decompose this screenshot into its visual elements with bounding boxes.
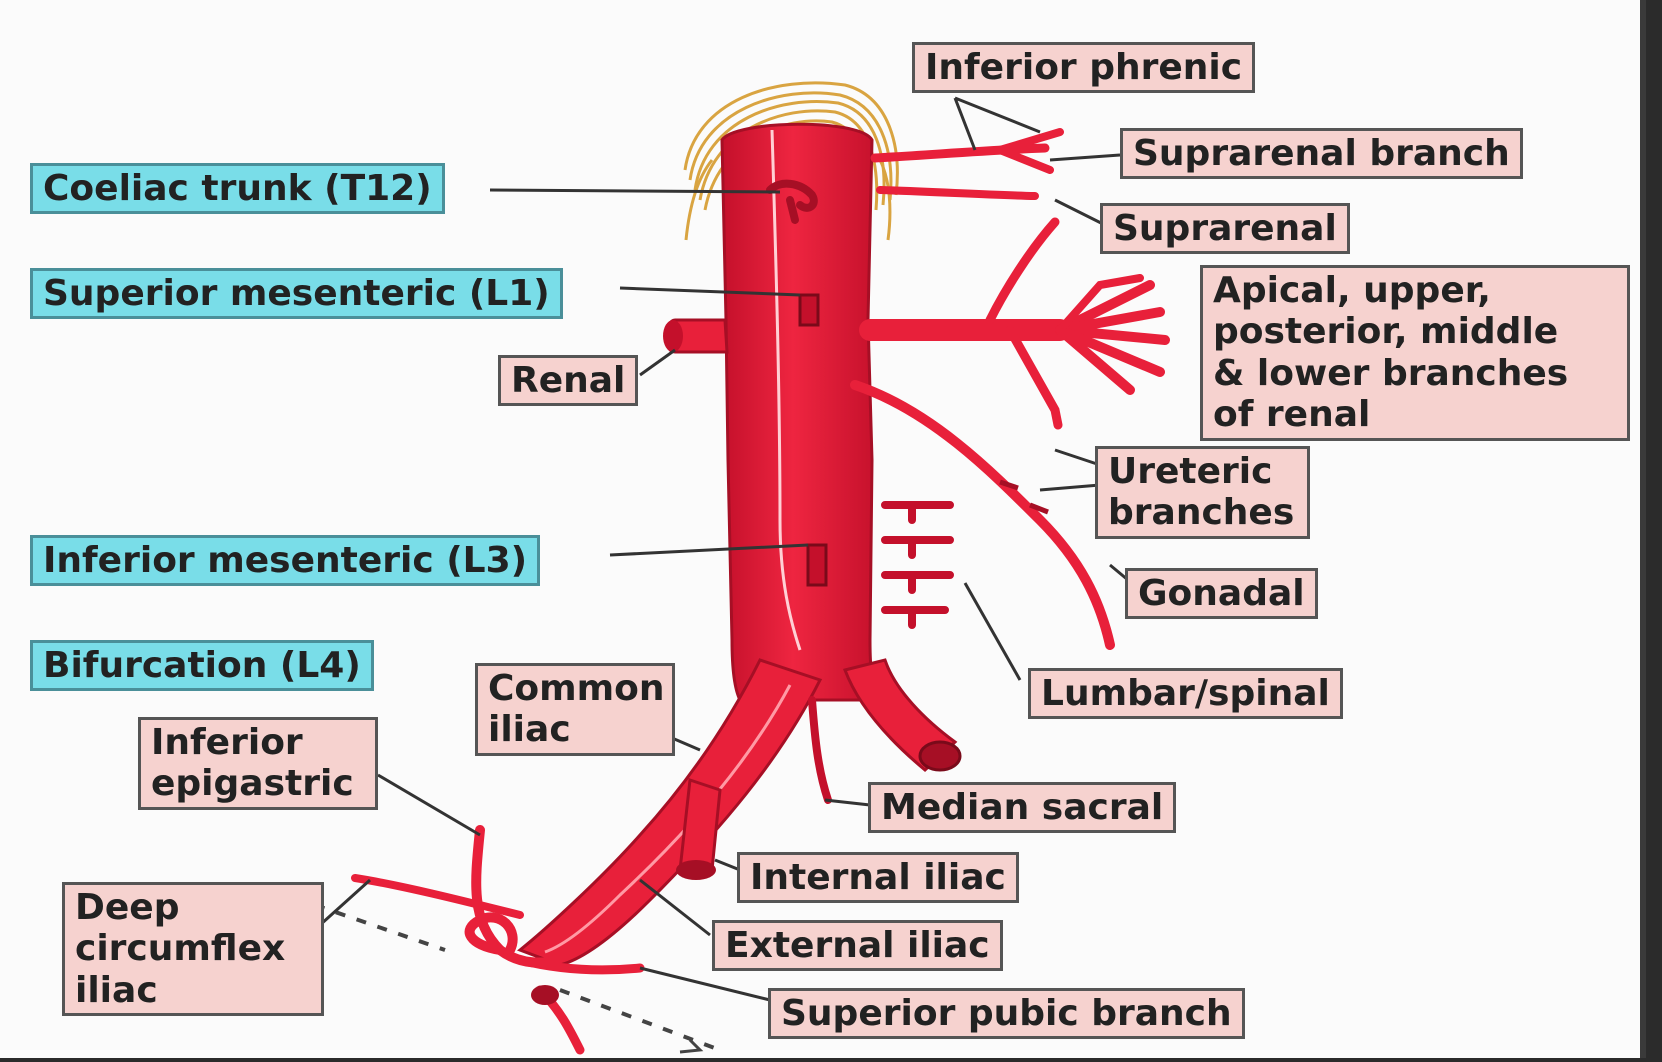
label-suprarenal-branch: Suprarenal branch [1120,128,1523,180]
label-suprarenal: Suprarenal [1100,203,1350,255]
label-common-iliac-line1: Common [488,668,665,709]
label-median-sacral: Median sacral [868,782,1177,834]
label-ureteric-branches: Ureteric branches [1095,446,1310,539]
superior-mesenteric-stub [798,293,820,327]
label-lumbar-spinal: Lumbar/spinal [1028,668,1343,720]
label-common-iliac: Common iliac [475,663,675,756]
label-inferior-mesenteric: Inferior mesenteric (L3) [30,535,541,587]
label-renal-branches: Apical, upper, posterior, middle & lower… [1200,265,1630,441]
label-deep-circumflex-line1: Deep [75,887,180,928]
superior-pubic-branch [515,955,645,1055]
label-deep-circumflex-iliac: Deep circumflex iliac [62,882,324,1017]
gonadal-artery [850,380,1115,650]
label-inferior-epigastric: Inferior epigastric [138,717,378,810]
label-renal-branches-line2: posterior, middle [1213,311,1559,353]
abdominal-aorta [720,122,884,702]
label-superior-mesenteric: Superior mesenteric (L1) [30,268,563,320]
label-common-iliac-line2: iliac [488,709,571,751]
label-inferior-epigastric-line1: Inferior [151,722,303,763]
label-gonadal: Gonadal [1125,568,1318,620]
label-superior-pubic-branch: Superior pubic branch [768,988,1245,1040]
label-renal: Renal [498,355,639,407]
deep-circumflex-iliac-artery [351,874,524,919]
lumbar-arteries [881,501,954,629]
label-inferior-phrenic: Inferior phrenic [912,42,1256,94]
label-renal-branches-line4: of renal [1213,394,1371,436]
label-internal-iliac: Internal iliac [737,852,1019,904]
label-coeliac-trunk: Coeliac trunk (T12) [30,163,445,215]
label-inferior-epigastric-line2: epigastric [151,763,354,805]
median-sacral [808,696,832,804]
suprarenal-arteries [870,128,1064,325]
label-external-iliac: External iliac [712,920,1003,972]
label-ureteric-line2: branches [1108,492,1295,534]
inferior-mesenteric-stub [806,543,828,587]
renal-branches [859,274,1170,430]
leader-lines [318,96,1142,1002]
label-bifurcation: Bifurcation (L4) [30,640,374,692]
label-renal-branches-line3: & lower branches [1213,352,1569,394]
label-deep-circumflex-line3: iliac [75,969,158,1011]
coeliac-trunk [766,179,818,224]
label-renal-branches-line1: Apical, upper, [1213,270,1491,311]
label-deep-circumflex-line2: circumflex [75,928,286,970]
label-ureteric-line1: Ureteric [1108,451,1273,492]
